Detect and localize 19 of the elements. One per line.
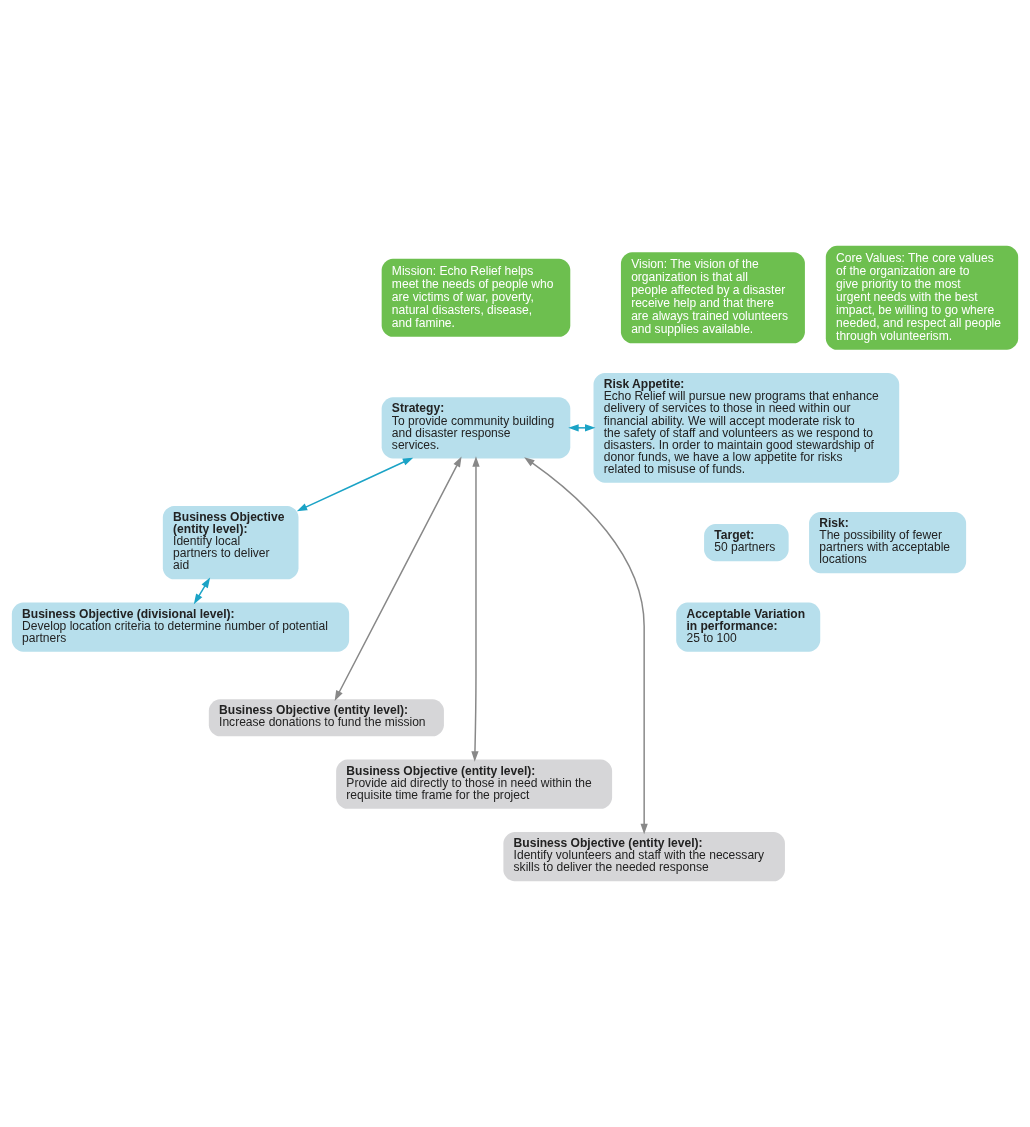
- node-box: Acceptable Variation in performance: 25 to 100: [676, 602, 821, 652]
- arrow: [524, 457, 648, 835]
- arrow: [568, 424, 596, 432]
- node-box: Business Objective (entity level): Identify volunteers and staff with the necessary skills to deliver the needed response: [503, 832, 785, 882]
- arrow: [296, 457, 414, 512]
- node-box: Business Objective (entity level): Provide aid directly to those in need within the requisite time frame for the project: [336, 759, 613, 809]
- node-box: Risk: The possibility of fewer partners with acceptable locations: [809, 511, 967, 574]
- node-box: Vision: The vision of the organization is that all people affected by a disaster receive help and that there are always trained volunteers and supplies available.: [620, 252, 805, 344]
- arrow: [471, 456, 480, 762]
- node-box: Strategy: To provide community building and disaster response services.: [381, 397, 571, 459]
- node-box: Core Values: The core values of the organization are to give priority to the most urgent needs with the best impact, be willing to go where needed, and respect all people through volunteerism.: [825, 245, 1019, 350]
- node-box: Business Objective (entity level): Increase donations to fund the mission: [208, 699, 444, 737]
- arrow: [193, 577, 211, 605]
- node-box: Business Objective (divisional level): Develop location criteria to determine number of potential partners: [11, 602, 350, 652]
- node-box: Mission: Echo Relief helps meet the needs of people who are victims of war, poverty, natural disasters, disease, and famine.: [381, 258, 571, 337]
- node-box: Business Objective (entity level): Identify local partners to deliver aid: [162, 505, 299, 580]
- node-box: Risk Appetite: Echo Relief will pursue new programs that enhance delivery of services to those in need within our financial ability. We will accept moderate risk to the safety of staff and volunteers as we respond to disasters. In order to maintain good stewardship of donor funds, we have a low appetite for risks related to misuse of funds.: [593, 373, 900, 483]
- arrow: [334, 456, 462, 701]
- node-box: Target: 50 partners: [704, 524, 789, 562]
